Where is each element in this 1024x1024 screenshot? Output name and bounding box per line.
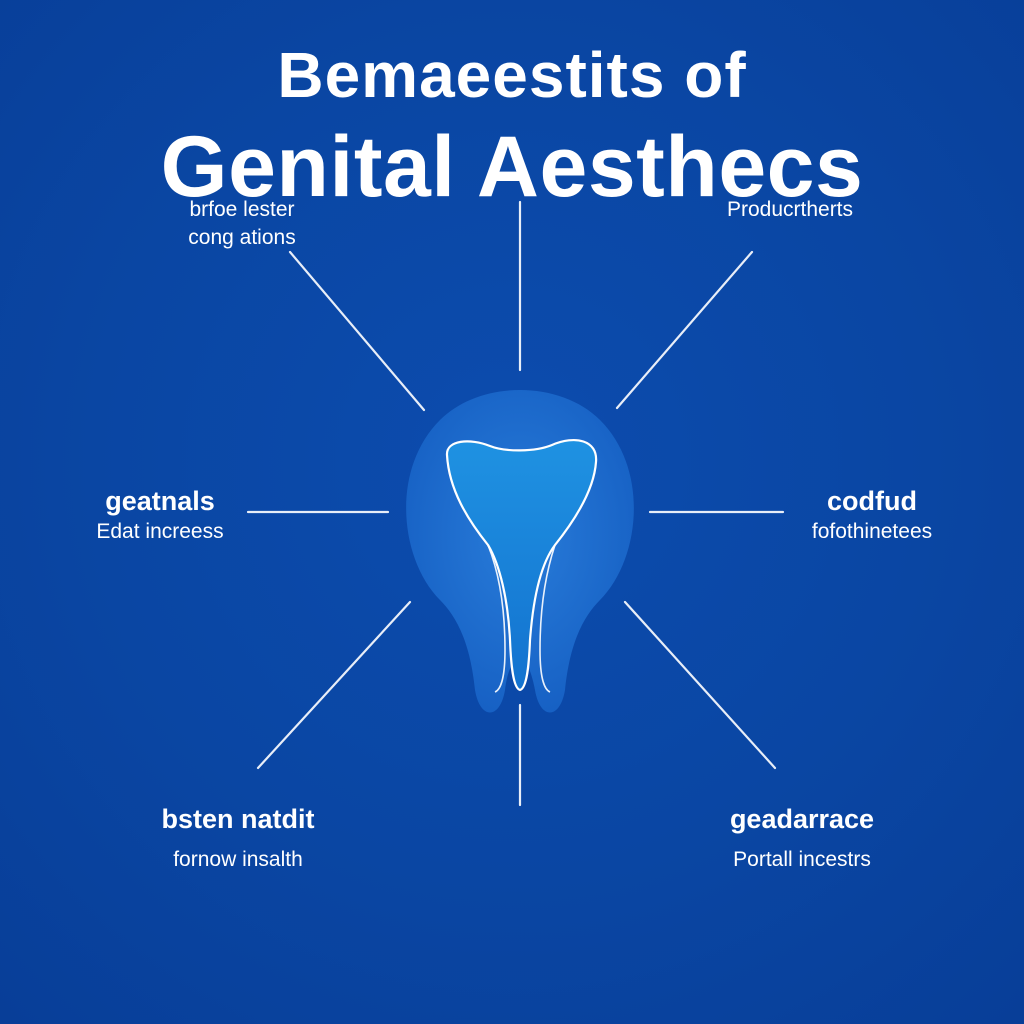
- connector-bottom-left: [256, 600, 412, 770]
- label-top-left-line2: cong ations: [188, 226, 296, 249]
- label-top-right-line1: Producrtherts: [726, 198, 854, 221]
- label-bottom-left-heading: bsten natdit: [161, 804, 315, 834]
- label-mid-left-sub: Edat increess: [96, 520, 224, 543]
- title-line-2: Genital Aesthecs: [160, 119, 864, 215]
- label-top-right: Producrtherts: [690, 196, 890, 224]
- connector-bottom-right: [623, 600, 777, 770]
- label-mid-left: geatnals Edat increess: [60, 484, 260, 546]
- connector-top-right: [615, 250, 754, 410]
- label-bottom-left: bsten natdit fornow insalth: [118, 802, 358, 874]
- connector-top-left: [288, 250, 426, 412]
- tooth-root-outline-right: [539, 544, 556, 693]
- tooth-root-outline: [487, 544, 506, 693]
- label-top-left-line1: brfoe lester: [189, 198, 295, 221]
- label-bottom-right-heading: geadarrace: [729, 804, 875, 834]
- label-bottom-right-sub: Portall incestrs: [733, 848, 871, 871]
- tooth-shape-icon: [445, 438, 598, 692]
- label-top-left: brfoe lester cong ations: [142, 196, 342, 252]
- label-mid-left-heading: geatnals: [105, 486, 215, 516]
- label-mid-right: codfud fofothinetees: [772, 484, 972, 546]
- label-mid-right-sub: fofothinetees: [811, 520, 933, 543]
- label-bottom-right: geadarrace Portall incestrs: [682, 802, 922, 874]
- label-bottom-left-sub: fornow insalth: [173, 848, 303, 871]
- title-line-1: Bemaeestits of: [277, 39, 747, 111]
- label-mid-right-heading: codfud: [827, 486, 917, 516]
